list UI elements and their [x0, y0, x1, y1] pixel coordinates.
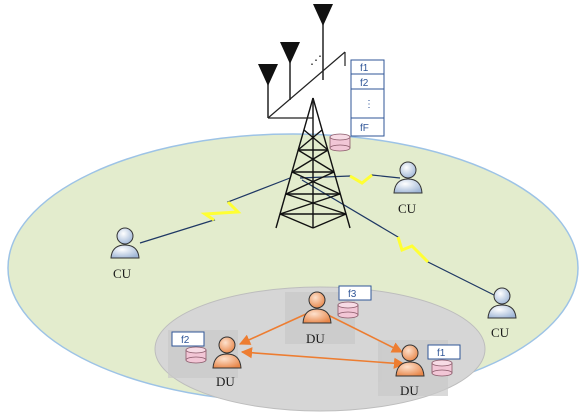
du-freq-label: f3: [348, 289, 357, 300]
bs-cache-icon: [329, 133, 351, 152]
base-station-tower: [275, 97, 351, 229]
freq-item: f1: [360, 63, 369, 74]
du-freq-label: f2: [181, 335, 190, 346]
d2d-user: DU f1: [395, 344, 461, 398]
user-icon: [393, 178, 423, 194]
cu-label: CU: [491, 325, 510, 340]
cellular-user: CU: [487, 287, 517, 340]
user-icon: [302, 308, 332, 324]
cellular-user: CU: [110, 227, 140, 281]
d2d-user: DU f3: [302, 285, 372, 346]
du-freq-label: f1: [437, 348, 446, 359]
cu-label: CU: [113, 266, 132, 281]
freq-item: fF: [360, 123, 369, 134]
cache-icon: [431, 359, 453, 377]
antenna-icon: [280, 42, 300, 64]
cu-label: CU: [398, 201, 417, 216]
user-icon: [395, 361, 425, 377]
freq-item: f2: [360, 78, 369, 89]
d2d-link: [238, 313, 307, 345]
antenna-array: ⋰: [258, 4, 346, 119]
antenna-dots: ⋰: [310, 53, 322, 67]
user-icon: [487, 304, 517, 319]
d2d-links: [238, 313, 406, 369]
cache-icon: [185, 346, 207, 364]
d2d-link: [240, 347, 406, 369]
antenna-icon: [313, 4, 333, 26]
d2d-link: [325, 313, 404, 353]
du-label: DU: [400, 383, 419, 398]
user-icon: [110, 244, 140, 259]
cellular-links: [139, 173, 501, 299]
antenna-icon: [258, 64, 278, 86]
d2d-user: DU f2: [171, 331, 242, 389]
du-label: DU: [306, 331, 325, 346]
freq-item: ⋮: [364, 99, 374, 110]
frequency-list: f1 f2 ⋮ fF: [350, 59, 385, 137]
cache-icon: [337, 301, 359, 319]
du-label: DU: [216, 374, 235, 389]
user-icon: [212, 353, 242, 369]
cellular-user: CU: [393, 161, 423, 216]
